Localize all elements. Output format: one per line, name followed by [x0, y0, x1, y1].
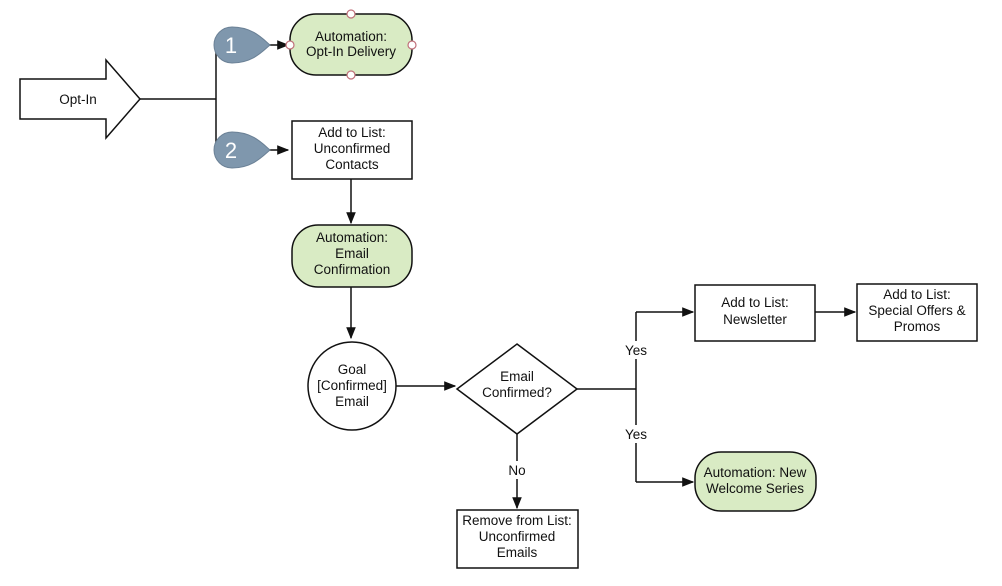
remove-list-line-3: Emails: [497, 545, 538, 560]
edge-label-bg: [505, 461, 529, 479]
add-to-list-special-offers-shape[interactable]: [856, 283, 978, 342]
remove-from-list-unconfirmed-shape[interactable]: [456, 509, 579, 569]
selection-handle-left[interactable]: [285, 40, 295, 50]
badge-1-number: 1: [225, 33, 237, 58]
unconfirmed-contacts-line-2: Unconfirmed: [314, 141, 391, 156]
remove-list-line-2: Unconfirmed: [479, 529, 556, 544]
remove-list-line-1: Remove from List:: [462, 513, 572, 528]
edge-label-yes-bottom: Yes: [625, 427, 647, 442]
decision-email-confirmed-shape[interactable]: [455, 343, 579, 435]
special-offers-line-2: Special Offers &: [868, 303, 965, 318]
step-badge-2: 2: [213, 131, 271, 169]
email-confirmation-line-1: Automation:: [316, 230, 388, 245]
edge-label-bg: [622, 341, 650, 359]
edge-label-bg: [622, 425, 650, 443]
decision-email-confirmed[interactable]: Email Confirmed?: [455, 343, 579, 435]
connectors: [140, 40, 857, 510]
add-to-list-newsletter[interactable]: Add to List: Newsletter: [694, 284, 816, 342]
badge-2-shape: [213, 131, 271, 169]
welcome-series-line-2: Welcome Series: [706, 481, 804, 496]
add-to-list-unconfirmed-contacts[interactable]: Add to List: Unconfirmed Contacts: [291, 120, 413, 180]
optin-label: Opt-In: [59, 92, 97, 107]
decision-line-1: Email: [500, 369, 534, 384]
automation-optin-delivery-line-2: Opt-In Delivery: [306, 44, 396, 59]
badge-1-shape: [213, 26, 271, 64]
special-offers-line-1: Add to List:: [883, 287, 951, 302]
goal-line-1: Goal: [338, 362, 367, 377]
goal-confirmed-email-shape[interactable]: [307, 341, 397, 431]
automation-optin-delivery[interactable]: Automation: Opt-In Delivery: [285, 9, 417, 80]
step-badge-1: 1: [213, 26, 271, 64]
unconfirmed-contacts-line-1: Add to List:: [318, 125, 386, 140]
automation-welcome-series-shape[interactable]: [694, 451, 817, 512]
newsletter-line-1: Add to List:: [721, 295, 789, 310]
newsletter-line-2: Newsletter: [723, 312, 787, 327]
add-to-list-unconfirmed-contacts-shape[interactable]: [291, 120, 413, 180]
automation-optin-delivery-line-1: Automation:: [315, 29, 387, 44]
email-confirmation-line-3: Confirmation: [314, 262, 391, 277]
selection-handle-top[interactable]: [346, 9, 356, 19]
goal-confirmed-email[interactable]: Goal [Confirmed] Email: [307, 341, 397, 431]
optin-arrow-node: Opt-In: [19, 57, 141, 141]
add-to-list-newsletter-shape[interactable]: [694, 284, 816, 342]
email-confirmation-line-2: Email: [335, 246, 369, 261]
unconfirmed-contacts-line-3: Contacts: [325, 157, 379, 172]
remove-from-list-unconfirmed[interactable]: Remove from List: Unconfirmed Emails: [456, 509, 579, 569]
edge-label-yes-top: Yes: [625, 343, 647, 358]
optin-arrow-shape: [19, 57, 141, 141]
goal-line-3: Email: [335, 394, 369, 409]
badge-2-number: 2: [225, 138, 237, 163]
selection-handle-bottom[interactable]: [346, 70, 356, 80]
automation-welcome-series[interactable]: Automation: New Welcome Series: [694, 451, 817, 512]
welcome-series-line-1: Automation: New: [704, 465, 807, 480]
edge-label-no: No: [508, 463, 525, 478]
automation-email-confirmation-shape[interactable]: [291, 224, 413, 288]
automation-email-confirmation[interactable]: Automation: Email Confirmation: [291, 224, 413, 288]
special-offers-line-3: Promos: [894, 319, 941, 334]
goal-line-2: [Confirmed]: [317, 378, 387, 393]
decision-line-2: Confirmed?: [482, 385, 552, 400]
add-to-list-special-offers[interactable]: Add to List: Special Offers & Promos: [856, 283, 978, 342]
selection-handle-right[interactable]: [407, 40, 417, 50]
